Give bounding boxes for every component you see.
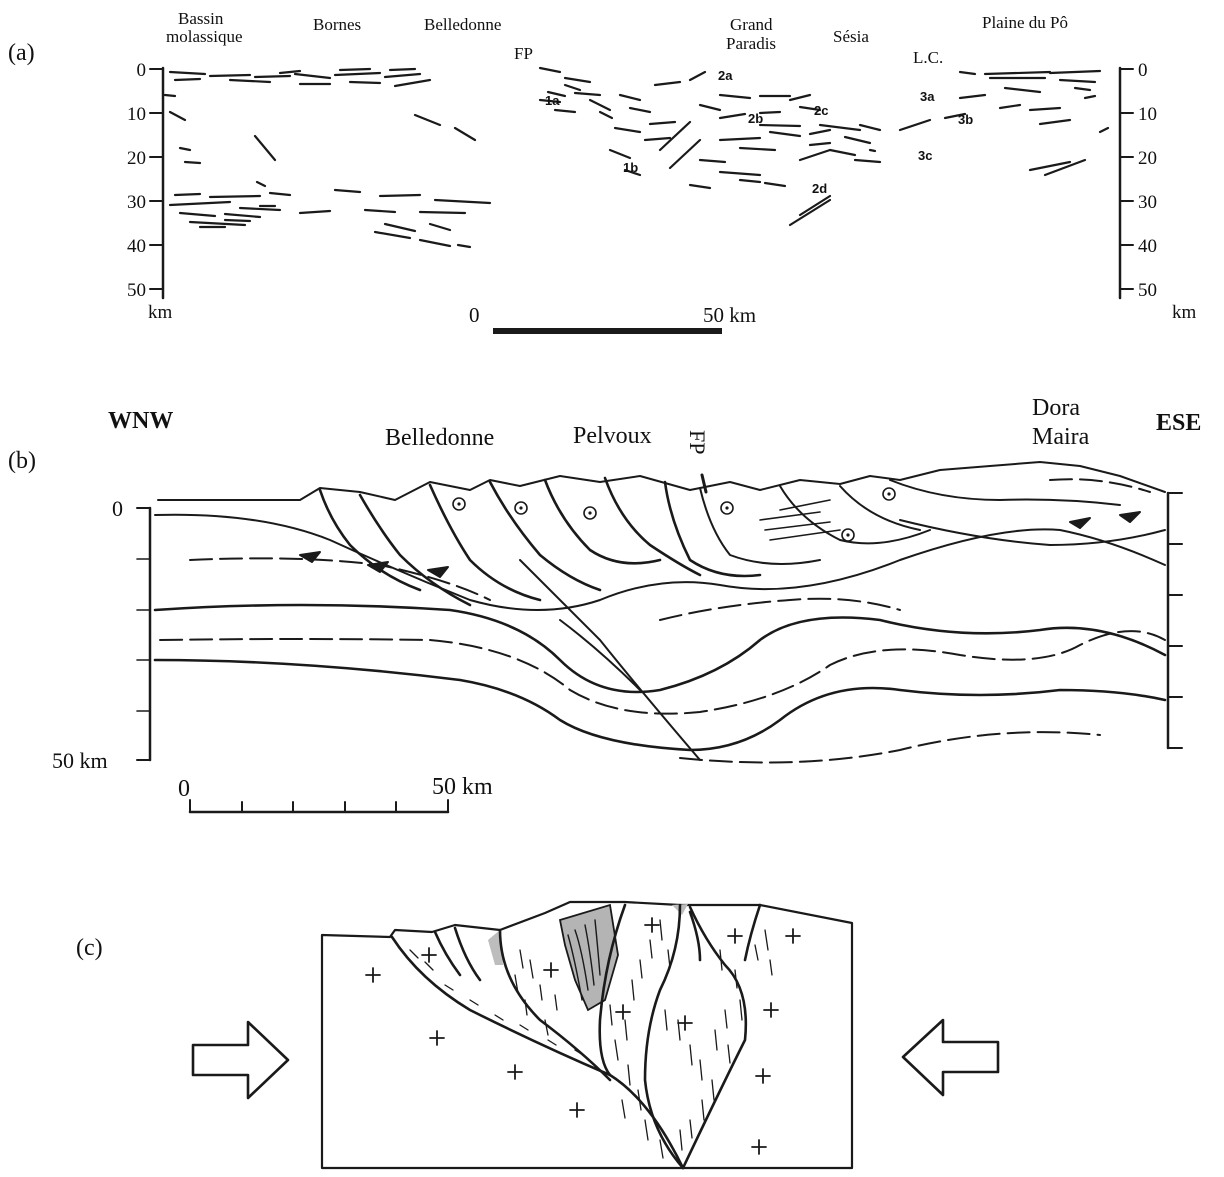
depth-tick-label: 10 (1138, 104, 1157, 125)
depth-top-label: 0 (112, 496, 123, 521)
reflector-label: 1b (623, 160, 638, 175)
foliation (409, 919, 773, 1159)
left-depth-axis: 0 10 20 30 40 50 km (127, 60, 173, 323)
panel-b-label: (b) (8, 448, 36, 474)
direction-ese: ESE (1156, 410, 1201, 436)
faults (390, 903, 762, 1170)
reflector-label: 2c (814, 103, 828, 118)
place-pelvoux: Pelvoux (573, 423, 652, 449)
depth-bottom-label: 50 km (52, 748, 108, 773)
cross-section (153, 461, 1167, 764)
depth-tick-label: 20 (127, 148, 146, 169)
compression-arrow-left-icon (901, 1018, 1000, 1097)
scale-end: 50 km (432, 774, 493, 800)
seismic-reflectors (163, 66, 1110, 249)
basement-crosses (365, 917, 801, 1155)
scale-start: 0 (178, 776, 190, 802)
scale-bar-a: 0 50 km (469, 303, 756, 334)
place-fp: FP (514, 44, 533, 63)
depth-tick-label: 10 (127, 104, 146, 125)
depth-tick-label: 40 (127, 236, 146, 257)
reflector-label: 2b (748, 111, 763, 126)
scale-end: 50 km (703, 303, 756, 327)
depth-tick-label: 0 (1138, 60, 1148, 81)
depth-tick-label: 20 (1138, 148, 1157, 169)
reflector-label: 3a (920, 89, 935, 104)
left-depth-axis-b: 0 50 km (52, 496, 152, 773)
depth-tick-label: 0 (137, 60, 147, 81)
panel-a: (a) Bassin molassique Bornes Belledonne … (8, 9, 1197, 334)
reflector-label: 2a (718, 68, 733, 83)
reflector-label: 3b (958, 112, 973, 127)
depth-tick-label: 50 (127, 280, 146, 301)
depth-tick-label: 50 (1138, 280, 1157, 301)
place-fp-b: FP (685, 430, 710, 454)
panel-c-label: (c) (76, 935, 103, 961)
place-belledonne-b: Belledonne (385, 425, 494, 451)
panel-b: (b) WNW ESE Belledonne Pelvoux FP Dora M… (8, 395, 1201, 814)
place-belledonne: Belledonne (424, 15, 501, 34)
depth-tick-label: 30 (1138, 192, 1157, 213)
place-plaine-du-po: Plaine du Pô (982, 13, 1068, 32)
right-axis-unit: km (1172, 302, 1197, 323)
panel-a-label: (a) (8, 40, 35, 66)
scale-bar-b: 0 50 km (178, 774, 493, 814)
out-of-plane-symbols (452, 487, 896, 542)
left-axis-unit: km (148, 302, 173, 323)
reflector-label: 1a (545, 93, 560, 108)
direction-wnw: WNW (108, 408, 173, 434)
place-grand-paradis: Grand Paradis (726, 15, 777, 53)
reflector-label: 2d (812, 181, 827, 196)
right-depth-axis-b (1166, 491, 1183, 750)
fold-lines (567, 919, 601, 1001)
panel-c: (c) (76, 900, 1000, 1170)
scale-start: 0 (469, 303, 480, 327)
place-dora-maira: Dora Maira (1032, 395, 1090, 450)
model-block (320, 900, 854, 1170)
place-sesia: Sésia (833, 27, 869, 46)
depth-tick-label: 40 (1138, 236, 1157, 257)
reflector-label: 3c (918, 148, 932, 163)
place-lc: L.C. (913, 48, 943, 67)
right-depth-axis: 0 10 20 30 40 50 km (1118, 60, 1197, 323)
reflector-labels: 1a 1b 2a 2b 2c 2d 3a 3b 3c (545, 68, 973, 196)
place-bornes: Bornes (313, 15, 361, 34)
depth-tick-label: 30 (127, 192, 146, 213)
compression-arrow-right-icon (191, 1020, 290, 1100)
place-bassin-molassique: Bassin molassique (166, 9, 243, 46)
